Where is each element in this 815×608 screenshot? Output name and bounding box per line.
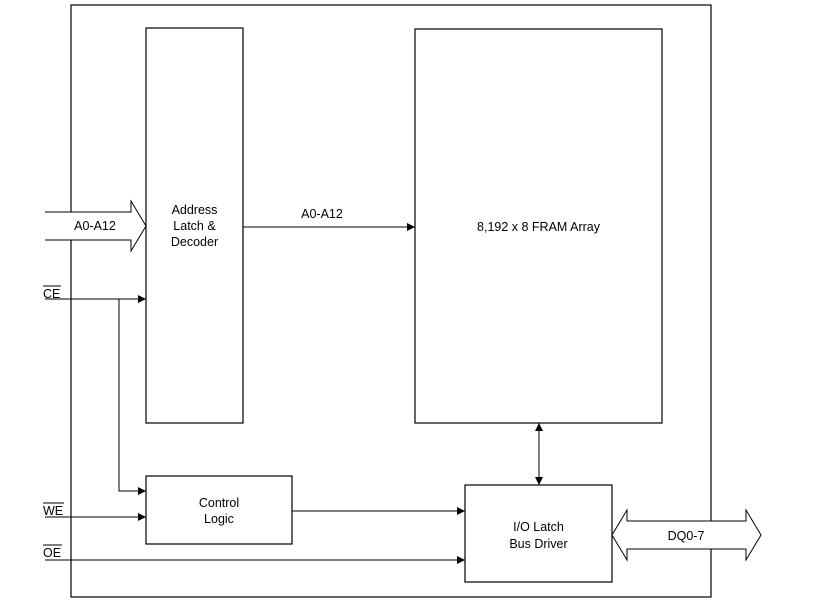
control-logic-label-line2: Logic xyxy=(204,512,234,526)
address-latch-label-line3: Decoder xyxy=(171,235,218,249)
address-latch-decoder-block: Address Latch & Decoder xyxy=(145,27,244,424)
ce-label: CE xyxy=(43,287,60,301)
io-latch-label-line1: I/O Latch xyxy=(513,520,564,534)
io-latch-bus-driver-block: I/O Latch Bus Driver xyxy=(464,484,613,583)
fram-array-label: 8,192 x 8 FRAM Array xyxy=(477,220,601,234)
oe-signal: OE xyxy=(43,544,465,564)
oe-label: OE xyxy=(43,546,61,560)
address-input-label: A0-A12 xyxy=(74,219,116,233)
io-latch-label-line2: Bus Driver xyxy=(509,537,567,551)
internal-address-line: A0-A12 xyxy=(243,207,415,231)
fram-array-block: 8,192 x 8 FRAM Array xyxy=(414,28,663,424)
we-label: WE xyxy=(43,504,63,518)
data-bus: DQ0-7 xyxy=(611,508,762,562)
internal-address-label: A0-A12 xyxy=(301,207,343,221)
control-logic-label-line1: Control xyxy=(199,496,239,510)
ce-signal: CE xyxy=(43,285,146,495)
control-logic-block: Control Logic xyxy=(145,475,293,545)
data-bus-label: DQ0-7 xyxy=(668,529,705,543)
address-input-bus: A0-A12 xyxy=(45,199,147,253)
we-signal: WE xyxy=(43,502,146,521)
address-latch-label-line2: Latch & xyxy=(173,219,216,233)
address-latch-label-line1: Address xyxy=(172,203,218,217)
